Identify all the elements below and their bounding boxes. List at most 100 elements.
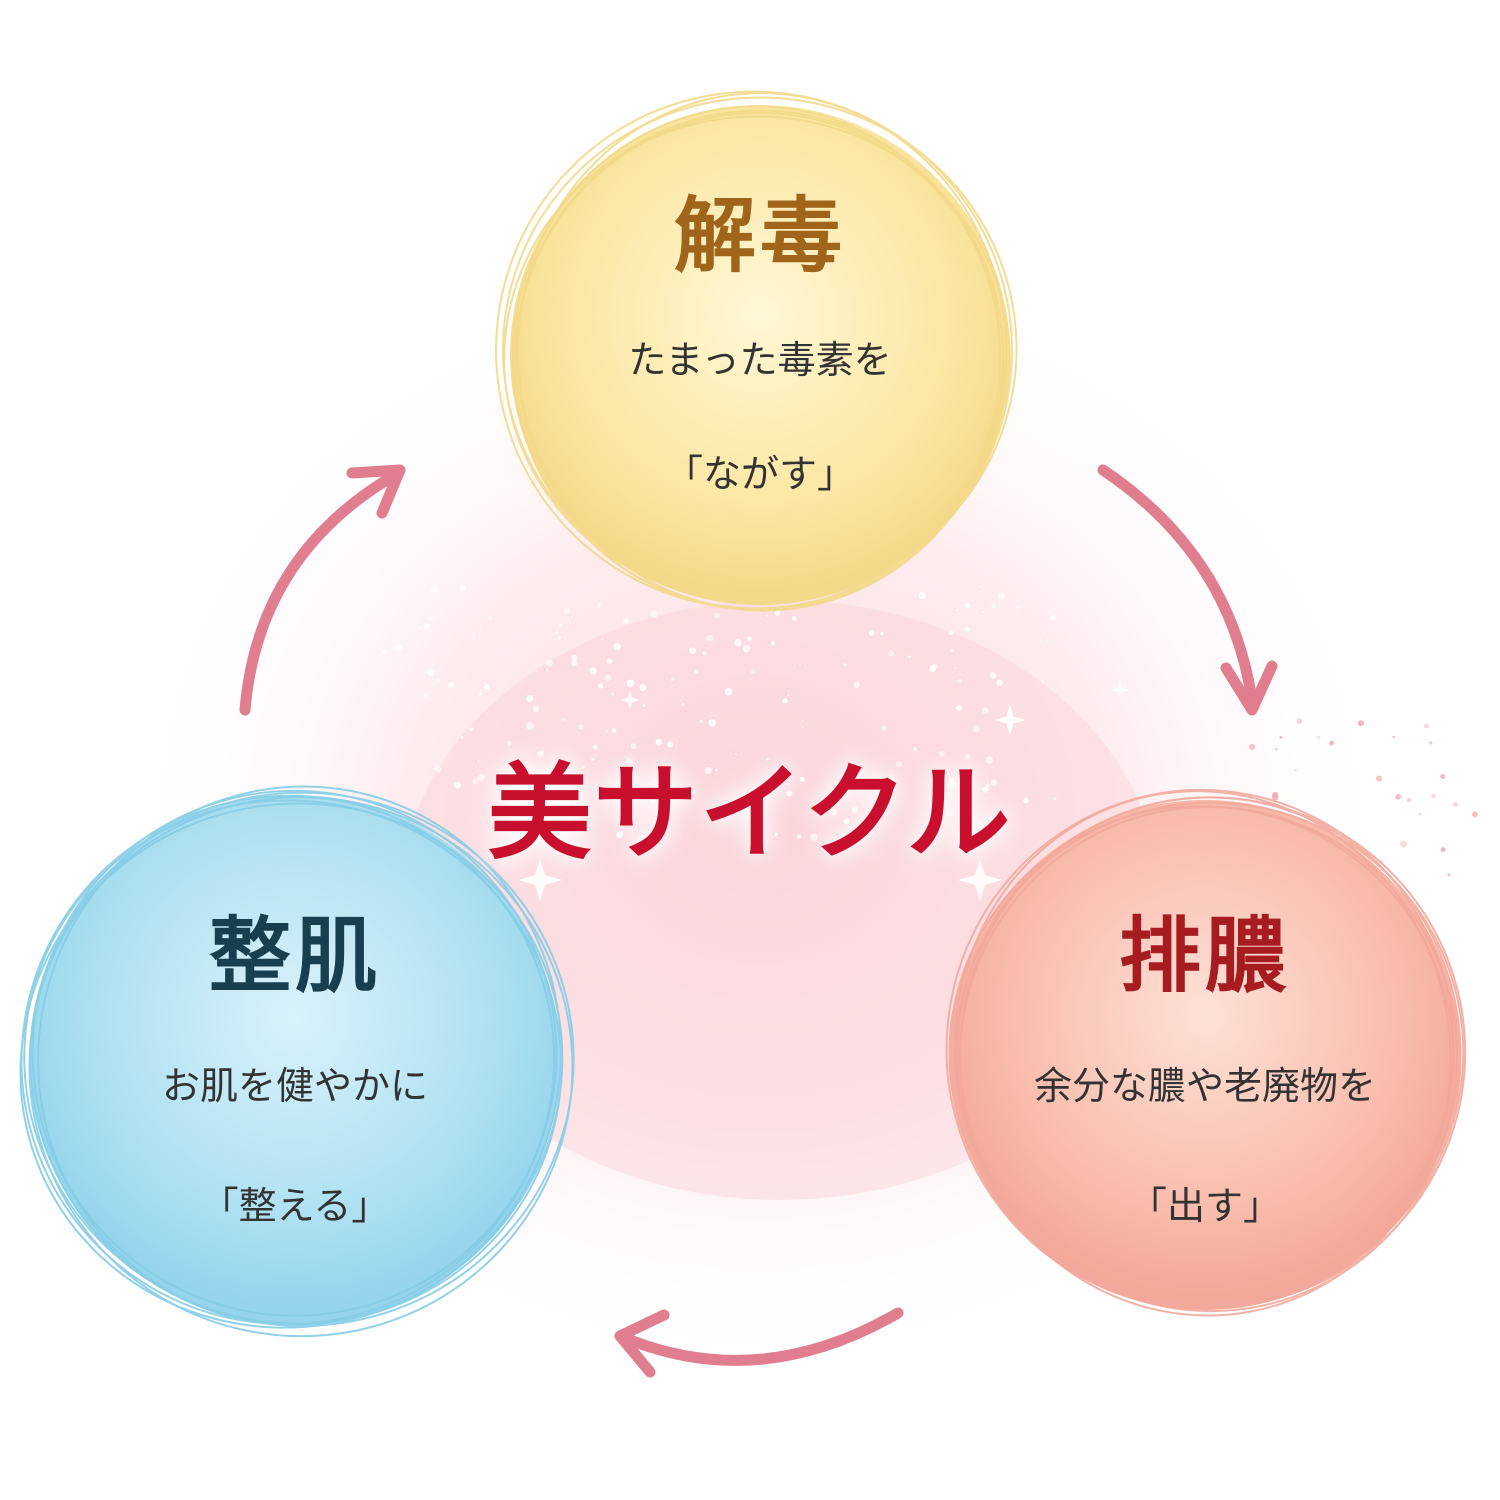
sparkle-dot — [448, 681, 455, 688]
sparkle-dot — [479, 692, 483, 696]
sparkle-dot — [437, 770, 440, 773]
sparkle-dot — [471, 636, 476, 641]
pus-circle — [950, 800, 1460, 1310]
sparkle-dot — [435, 677, 441, 684]
sparkle-dot — [964, 627, 970, 632]
sparkle-dot — [417, 625, 422, 630]
sparkle-dot — [512, 797, 518, 802]
sparkle-dot — [842, 663, 847, 667]
sparkle-dot — [1395, 794, 1401, 800]
sparkle-dot — [546, 668, 549, 672]
sparkle-dot — [1249, 743, 1256, 751]
sparkle-dot — [796, 834, 802, 839]
pus-title: 排膿 — [1118, 908, 1291, 1004]
sparkle-dot — [431, 585, 438, 593]
sparkle-dot — [526, 694, 534, 702]
sparkle-dot — [765, 614, 769, 618]
sparkle-dot — [746, 636, 752, 642]
sparkle-dot — [699, 719, 703, 723]
sparkle-dot — [937, 776, 946, 785]
sparkle-dot — [1275, 748, 1278, 751]
sparkle-dot — [770, 641, 776, 646]
node-pus-drainage: 排膿 余分な膿や老廃物を 「出す」 — [945, 915, 1465, 1237]
sparkle-dot — [979, 584, 983, 588]
sparkle-dot — [766, 757, 769, 761]
sparkle-dot — [782, 698, 788, 704]
ring-skin-stroke — [19, 802, 564, 1329]
sparkle-dot — [1376, 775, 1383, 782]
sparkle-dot — [734, 752, 738, 756]
sparkle-dot — [1440, 847, 1446, 852]
sparkle-star-icon — [620, 690, 640, 710]
sparkle-dot — [786, 790, 793, 797]
sparkle-dot — [912, 747, 917, 752]
sparkle-dot — [653, 778, 657, 781]
sparkle-dot — [589, 667, 597, 675]
sparkle-dot — [611, 728, 617, 734]
sparkle-dot — [985, 756, 994, 764]
sparkle-dot — [477, 773, 485, 782]
sparkle-dot — [1423, 723, 1430, 729]
sparkle-dot — [423, 693, 429, 699]
sparkle-dot — [670, 676, 675, 682]
sparkle-dot — [639, 834, 645, 841]
sparkle-dot — [650, 610, 659, 618]
sparkle-dot — [799, 777, 805, 782]
ring-detox-stroke — [503, 115, 1011, 603]
sparkle-dot — [702, 651, 707, 656]
sparkle-dot — [708, 719, 716, 727]
sparkle-dot — [991, 603, 996, 609]
sparkle-dot — [667, 741, 674, 748]
sparkle-dot — [483, 684, 490, 690]
sparkle-dot — [792, 616, 797, 621]
sparkle-dot — [895, 761, 903, 768]
sparkle-dot — [460, 736, 464, 739]
sparkle-dot — [851, 806, 858, 813]
sparkle-dot — [774, 610, 781, 616]
sparkle-dot — [853, 681, 860, 688]
sparkle-dot — [929, 665, 936, 672]
sparkle-dot — [581, 765, 585, 769]
sparkle-dot — [532, 705, 540, 712]
sparkle-dot — [887, 650, 895, 657]
sparkle-dot — [949, 778, 954, 783]
sparkle-dot — [1015, 604, 1021, 610]
sparkle-dot — [830, 809, 837, 816]
sparkle-dot — [488, 616, 493, 620]
sparkle-dot — [689, 647, 696, 654]
sparkle-dot — [938, 750, 945, 757]
sparkle-dot — [1317, 735, 1320, 739]
arrow-skin-to-detox — [239, 469, 401, 716]
sparkle-dot — [1023, 797, 1029, 804]
sparkle-dot — [382, 649, 388, 655]
sparkle-dot — [1447, 873, 1451, 877]
sparkle-dot — [918, 592, 926, 599]
sparkle-dot — [454, 781, 461, 789]
pus-desc-line2: 「出す」 — [1128, 1184, 1281, 1228]
sparkle-dot — [714, 612, 720, 619]
sparkle-dot — [1041, 680, 1045, 683]
sparkle-dot — [423, 623, 431, 630]
sparkle-dot — [998, 592, 1005, 600]
sparkle-dot — [1453, 802, 1458, 807]
sparkle-dot — [888, 775, 896, 782]
sparkle-dot — [604, 674, 612, 682]
sparkle-dot — [1296, 718, 1303, 724]
detox-title: 解毒 — [673, 188, 846, 284]
sparkle-star-icon — [994, 704, 1026, 736]
sparkle-dot — [535, 670, 538, 673]
sparkle-dot — [810, 833, 818, 841]
sparkle-dot — [428, 616, 434, 622]
sparkle-dot — [954, 667, 957, 670]
sparkle-dot — [1400, 840, 1407, 848]
sparkle-dot — [1053, 797, 1057, 801]
pus-desc-line1: 余分な膿や老廃物を — [1033, 1064, 1376, 1108]
sparkle-dots — [381, 584, 1478, 880]
sparkle-dot — [945, 781, 952, 789]
skin-title: 整肌 — [208, 908, 381, 1004]
sparkle-dot — [1294, 769, 1297, 772]
sparkle-dot — [1272, 791, 1278, 798]
sparkle-dot — [985, 783, 990, 787]
sparkle-dot — [561, 717, 566, 722]
